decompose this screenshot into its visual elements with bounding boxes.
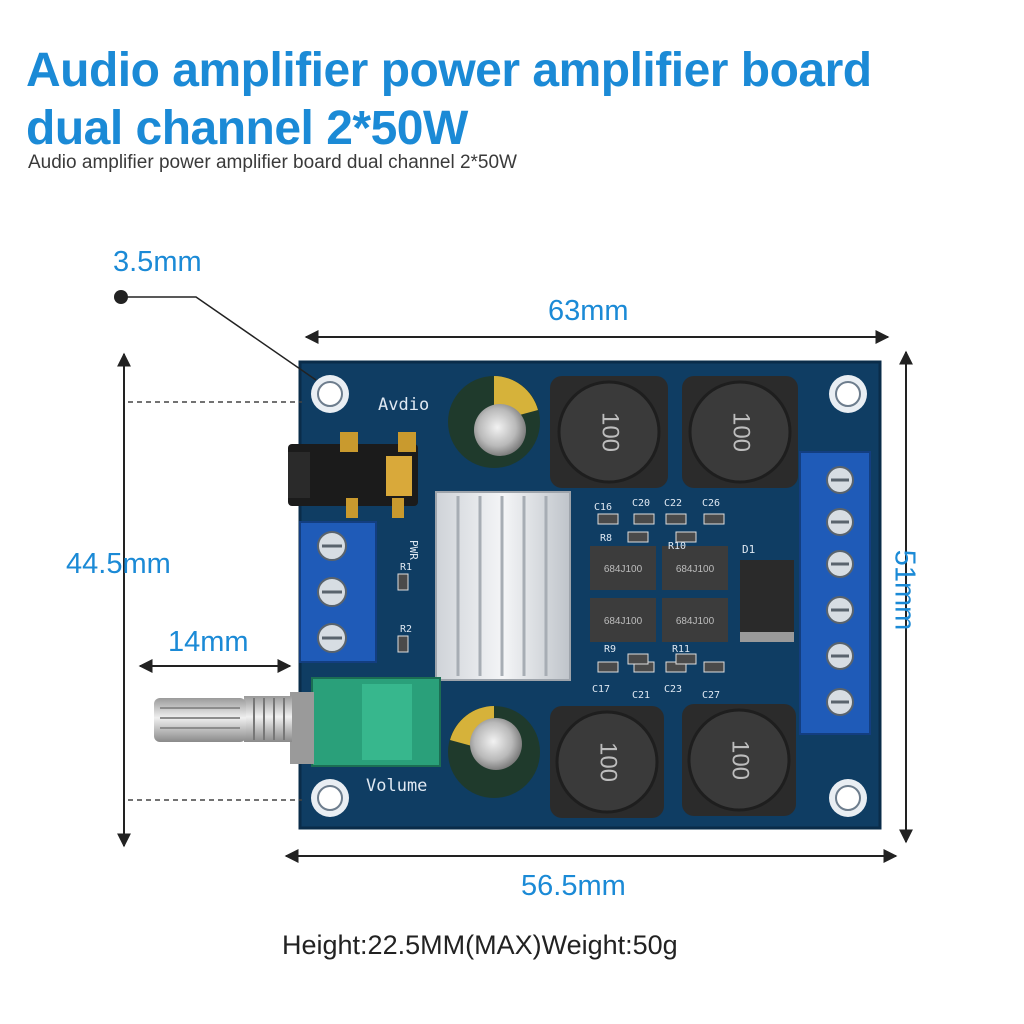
diode-d1 [740, 560, 794, 642]
capacitor-top [448, 376, 540, 468]
cap-label-c22: C22 [664, 498, 682, 509]
inductor-marking: 100 [727, 740, 754, 780]
hole-callout [114, 290, 317, 381]
heatsink [435, 491, 571, 681]
power-terminal-block [299, 521, 377, 663]
resistor-label-r10: R10 [668, 541, 686, 552]
top-width-label: 63mm [548, 295, 629, 327]
resistor-label-r1: R1 [400, 562, 412, 573]
silk-volume-label: Volume [366, 776, 427, 796]
resistor-label-r2: R2 [400, 624, 412, 635]
cap-label-c21: C21 [632, 690, 650, 701]
title-line-1: Audio amplifier power amplifier board [26, 44, 872, 97]
cap-label-c26: C26 [702, 498, 720, 509]
smd-components: C16 C20 C22 C26 C17 C21 C23 C27 R8 R10 R… [397, 498, 725, 701]
silk-power-label: PWR [407, 540, 420, 560]
capacitor-bottom [448, 706, 540, 798]
audio-jack [288, 432, 418, 518]
inductor-marking: 100 [728, 412, 755, 452]
cap-label-c20: C20 [632, 498, 650, 509]
resistor-label-r9: R9 [604, 644, 616, 655]
inductor-top-right: 100 [682, 376, 798, 488]
inductor-bottom-left: 100 [550, 706, 664, 818]
resistor-marking: 684J100 [676, 564, 715, 575]
cap-label-c17: C17 [592, 684, 610, 695]
dimension-left [117, 352, 302, 848]
volume-potentiometer [154, 677, 441, 767]
resistor-marking: 684J100 [676, 616, 715, 627]
resistor-marking: 684J100 [604, 564, 643, 575]
power-resistors: 684J100 684J100 684J100 684J100 [590, 546, 728, 642]
spec-footer: Height:22.5MM(MAX)Weight:50g [282, 930, 678, 960]
page-title: Audio amplifier power amplifier board du… [26, 42, 872, 158]
right-height-label: 51mm [888, 549, 921, 631]
inductor-top-left: 100 [550, 376, 668, 488]
bottom-width-label: 56.5mm [521, 870, 626, 902]
resistor-marking: 684J100 [604, 616, 643, 627]
speaker-terminal-block [799, 451, 871, 735]
title-line-2: dual channel 2*50W [26, 102, 468, 155]
silk-audio-label: Avdio [378, 395, 429, 415]
hole-diameter-label: 3.5mm [113, 246, 202, 278]
mounting-holes [311, 375, 867, 817]
left-height-label: 44.5mm [66, 548, 171, 580]
knob-offset-label: 14mm [168, 626, 249, 658]
silk-diode-label: D1 [742, 543, 755, 556]
page-subtitle: Audio amplifier power amplifier board du… [28, 152, 517, 173]
cap-label-c16: C16 [594, 502, 612, 513]
resistor-label-r11: R11 [672, 644, 690, 655]
cap-label-c27: C27 [702, 690, 720, 701]
inductor-marking: 100 [597, 412, 624, 452]
resistor-label-r8: R8 [600, 533, 612, 544]
inductor-marking: 100 [595, 742, 622, 782]
cap-label-c23: C23 [664, 684, 682, 695]
inductor-bottom-right: 100 [682, 704, 796, 816]
